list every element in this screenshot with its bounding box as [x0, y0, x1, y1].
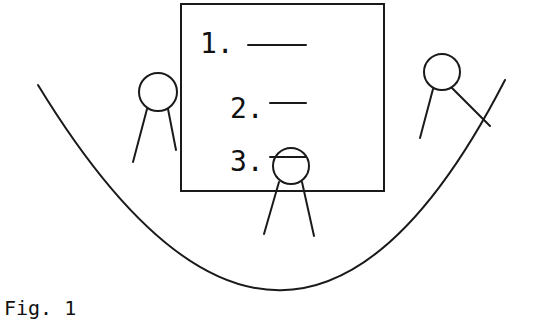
list-number: 2. — [230, 92, 264, 125]
person-figure — [420, 54, 490, 138]
person-figure — [133, 73, 177, 162]
figure-label: Fig. 1 — [4, 296, 76, 320]
board-box: 1. 2. 3. — [180, 3, 385, 192]
blank-line — [248, 44, 306, 46]
figure-label-box: Fig. 1 — [4, 296, 76, 320]
table-arc — [38, 80, 505, 290]
list-number: 3. — [230, 145, 264, 178]
list-number: 1. — [200, 27, 234, 60]
person-figure — [264, 148, 314, 236]
blank-line — [270, 102, 306, 104]
